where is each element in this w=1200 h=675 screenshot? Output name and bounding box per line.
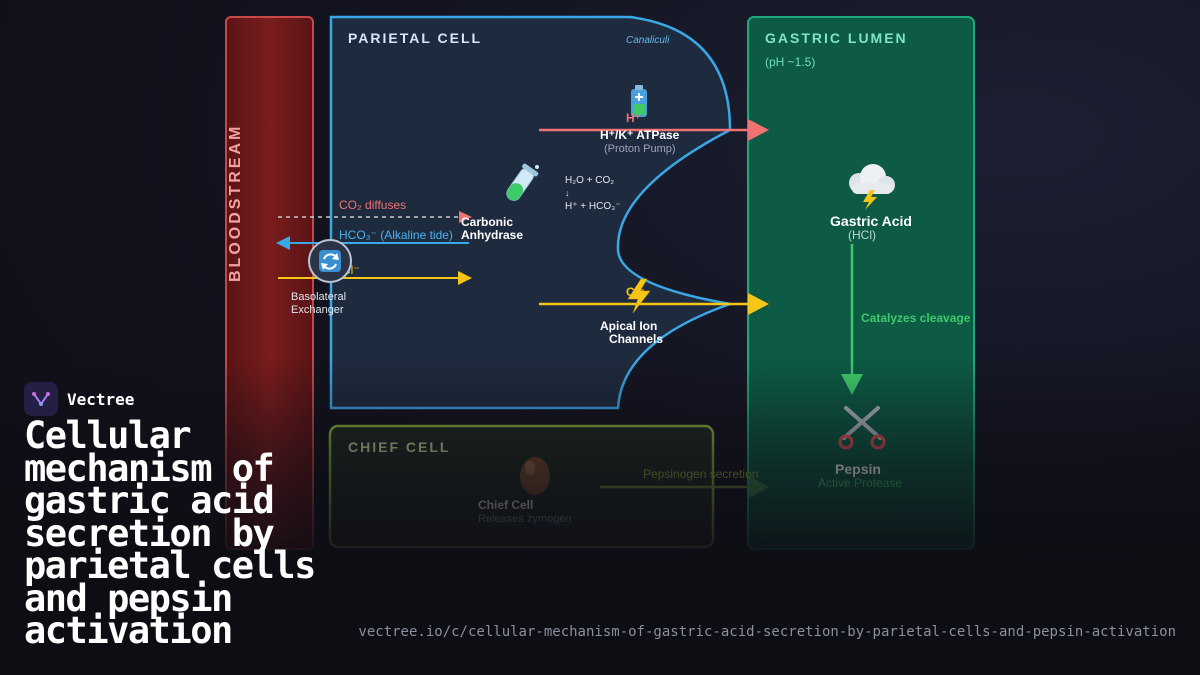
page-title: Cellular mechanism of gastric acid secre…: [24, 414, 316, 652]
chief-title: CHIEF CELL: [348, 439, 450, 455]
chief-cell-name: Chief Cell: [478, 498, 533, 512]
reaction-line1: H₂O + CO₂: [565, 175, 614, 186]
parietal-title: PARIETAL CELL: [348, 30, 482, 46]
channels-line1: Apical Ion: [600, 319, 657, 333]
hco3-label: HCO₃⁻ (Alkaline tide): [339, 228, 453, 242]
catalyzes-label: Catalyzes cleavage: [861, 311, 971, 325]
pump-name: H⁺/K⁺ ATPase: [600, 128, 680, 142]
pump-sub: (Proton Pump): [604, 143, 676, 155]
parietal-cell-panel: PARIETAL CELL Canaliculi: [329, 15, 735, 410]
exchanger-line2: Exchanger: [291, 304, 344, 316]
ca-line2: Anhydrase: [461, 228, 523, 242]
h-ion-label: H⁺: [626, 111, 641, 125]
pepsin-name: Pepsin: [835, 461, 881, 477]
lumen-title: GASTRIC LUMEN: [765, 30, 908, 46]
source-url: vectree.io/c/cellular-mechanism-of-gastr…: [358, 624, 1176, 640]
egg-icon: [520, 457, 550, 495]
co2-label: CO₂ diffuses: [339, 198, 406, 212]
cl-out-label: Cl⁻: [626, 285, 644, 299]
gastric-acid-name: Gastric Acid: [830, 213, 912, 229]
lumen-ph: (pH ~1.5): [765, 55, 815, 69]
bubble-dot: [535, 165, 539, 169]
bloodstream-label: BLOODSTREAM: [227, 124, 244, 282]
canaliculi-label: Canaliculi: [626, 35, 670, 46]
ca-line1: Carbonic: [461, 215, 513, 229]
exchanger-line1: Basolateral: [291, 291, 346, 303]
channels-line2: Channels: [609, 332, 663, 346]
exchange-cycle-icon: [308, 239, 352, 283]
chief-cell-panel: CHIEF CELL Chief Cell Releases zymogen P…: [328, 424, 769, 549]
pepsin-sub: Active Protease: [818, 476, 902, 490]
reaction-arrow: ↓: [565, 188, 570, 198]
vectree-logo-icon: [24, 382, 58, 416]
gastric-acid-sub: (HCl): [848, 228, 876, 242]
pepsinogen-label: Pepsinogen secretion: [643, 467, 758, 481]
brand: Vectree: [24, 382, 134, 416]
chief-cell-sub: Releases zymogen: [478, 513, 572, 525]
brand-name: Vectree: [67, 389, 135, 409]
reaction-line2: H⁺ + HCO₃⁻: [565, 201, 620, 212]
